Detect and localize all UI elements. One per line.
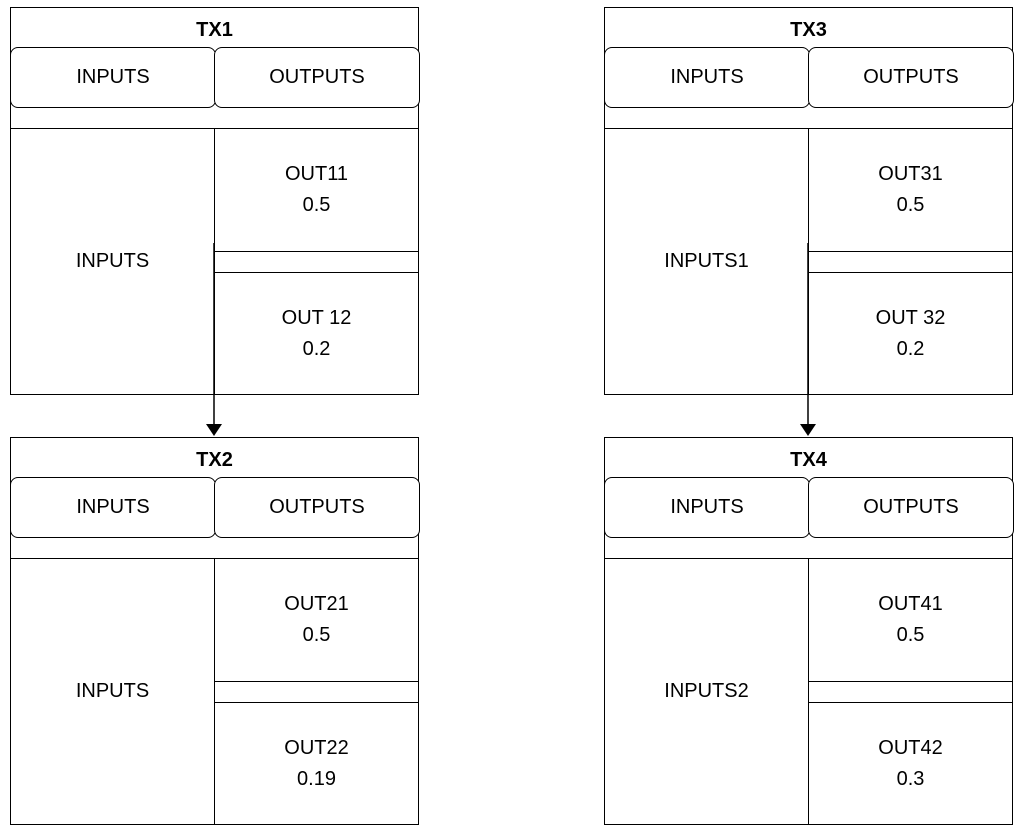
- output-value: 0.2: [302, 337, 331, 360]
- output-value: 0.5: [302, 624, 331, 646]
- inputs-cell: INPUTS: [11, 559, 215, 824]
- outputs-header: OUTPUTS: [808, 477, 1014, 538]
- output-name: OUT11: [285, 163, 348, 185]
- inputs-cell: INPUTS2: [605, 559, 809, 824]
- output-value: 0.2: [896, 337, 925, 360]
- output-name: OUT31: [878, 163, 943, 185]
- divider: [605, 558, 1012, 559]
- tx-title: TX2: [196, 449, 233, 471]
- output-cell: OUT42 0.3: [809, 702, 1012, 824]
- output-name: OUT42: [878, 736, 943, 759]
- divider: [11, 558, 418, 559]
- output-value: 0.3: [896, 767, 925, 790]
- inputs-label: INPUTS1: [664, 250, 749, 272]
- divider: [11, 128, 418, 129]
- inputs-header: INPUTS: [604, 477, 810, 538]
- inputs-header: INPUTS: [10, 47, 216, 108]
- output-cell: OUT31 0.5: [809, 129, 1012, 252]
- tx1-box: TX1 INPUTS OUTPUTS INPUTS OUT11 0.5 OUT …: [10, 7, 420, 395]
- divider: [605, 128, 1012, 129]
- output-cell: OUT22 0.19: [215, 702, 418, 824]
- tx-title: TX3: [790, 19, 827, 41]
- output-cell: OUT41 0.5: [809, 559, 1012, 682]
- tx3-box: TX3 INPUTS OUTPUTS INPUTS1 OUT31 0.5 OUT…: [604, 7, 1014, 395]
- output-value: 0.5: [302, 194, 331, 216]
- tx2-box: TX2 INPUTS OUTPUTS INPUTS OUT21 0.5 OUT2…: [10, 437, 420, 825]
- output-name: OUT41: [878, 593, 943, 615]
- inputs-header: INPUTS: [604, 47, 810, 108]
- output-cell: OUT21 0.5: [215, 559, 418, 682]
- arrowhead-icon: [800, 424, 816, 436]
- tx-title: TX4: [790, 449, 827, 471]
- output-value: 0.5: [896, 194, 925, 216]
- output-name: OUT22: [284, 736, 349, 759]
- output-value: 0.5: [896, 624, 925, 646]
- output-cell: OUT11 0.5: [215, 129, 418, 252]
- output-name: OUT 12: [281, 306, 352, 329]
- output-cell: OUT 12 0.2: [215, 272, 418, 394]
- inputs-header: INPUTS: [10, 477, 216, 538]
- inputs-label: INPUTS: [75, 250, 150, 272]
- arrowhead-icon: [206, 424, 222, 436]
- outputs-header: OUTPUTS: [808, 47, 1014, 108]
- output-cell: OUT 32 0.2: [809, 272, 1012, 394]
- outputs-header: OUTPUTS: [214, 47, 420, 108]
- output-name: OUT21: [284, 593, 349, 615]
- outputs-header: OUTPUTS: [214, 477, 420, 538]
- output-name: OUT 32: [875, 306, 946, 329]
- tx4-box: TX4 INPUTS OUTPUTS INPUTS2 OUT41 0.5 OUT…: [604, 437, 1014, 825]
- output-value: 0.19: [297, 767, 336, 790]
- inputs-label: INPUTS2: [664, 680, 749, 702]
- tx-title: TX1: [196, 19, 233, 41]
- inputs-label: INPUTS: [75, 680, 150, 702]
